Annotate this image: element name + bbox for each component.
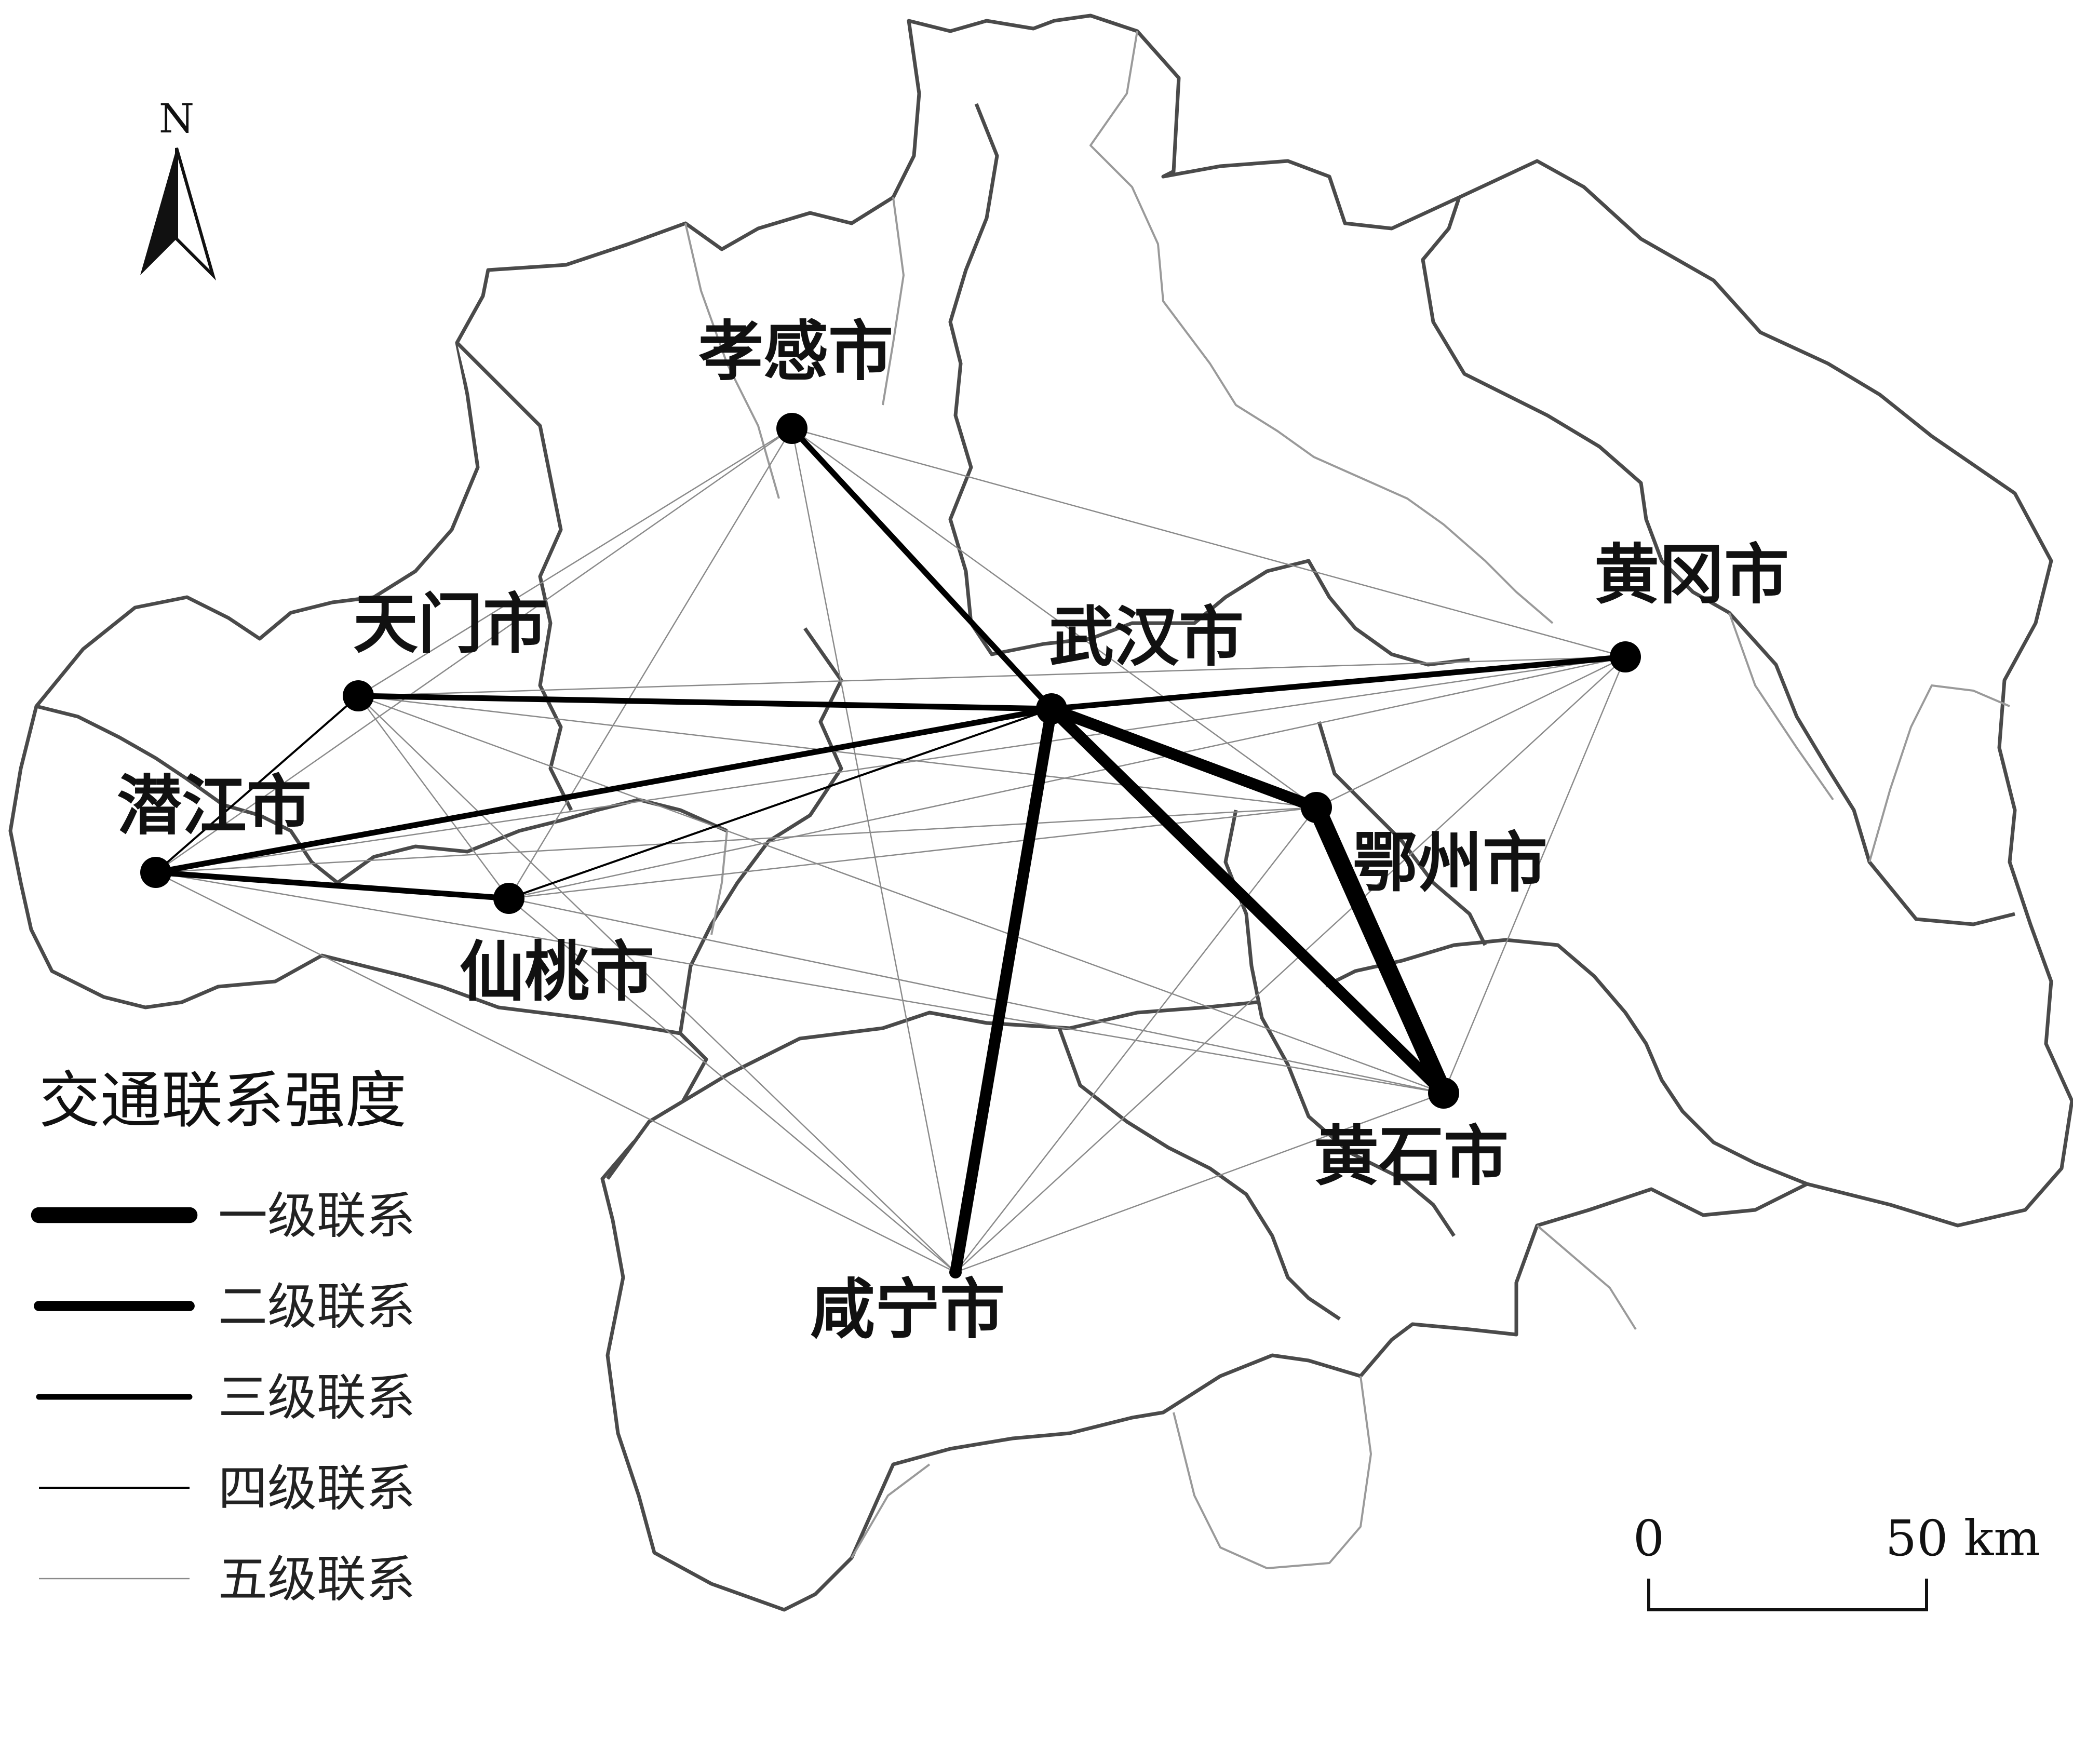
link-layer — [153, 425, 1628, 1278]
city-label-ezhou: 鄂州市 — [1353, 825, 1547, 901]
north-arrow-letter: N — [159, 96, 194, 142]
link-qianjiang-xianning-level-5 — [155, 871, 957, 1273]
link-tianmen-huangshi-level-5 — [357, 695, 1445, 1094]
city-label-tianmen: 天门市 — [353, 586, 548, 662]
city-marker-xiantao — [493, 883, 524, 914]
city-huanggang: 黄冈市 — [1594, 537, 1789, 672]
link-wuhan-xiaogan-level-3 — [789, 425, 1055, 712]
north-arrow-dark-half — [140, 148, 177, 275]
city-marker-wuhan — [1036, 693, 1067, 724]
link-qianjiang-tianmen-level-4 — [155, 695, 359, 873]
prefecture-boundary-east — [1421, 196, 2015, 926]
link-xiaogan-xiantao-level-5 — [508, 427, 793, 899]
link-qianjiang-huangshi-level-5 — [155, 871, 1445, 1094]
link-wuhan-ezhou-level-2 — [1046, 703, 1322, 813]
link-huanggang-ezhou-level-5 — [1315, 656, 1626, 809]
prefecture-boundary-xiantao-north — [336, 798, 728, 884]
city-xiantao: 仙桃市 — [460, 883, 654, 1010]
city-label-xiantao: 仙桃市 — [460, 934, 654, 1010]
prefecture-boundary-ezhou — [1317, 721, 1487, 946]
county-boundary-3 — [882, 197, 905, 406]
city-ezhou: 鄂州市 — [1301, 792, 1547, 901]
county-boundary-2 — [684, 223, 780, 499]
link-xiaogan-ezhou-level-5 — [791, 427, 1317, 809]
link-xiaogan-qianjiang-level-5 — [155, 427, 793, 873]
city-marker-huangshi — [1428, 1078, 1459, 1109]
north-arrow-light-half — [175, 147, 217, 281]
link-xiaogan-xianning-level-5 — [791, 427, 957, 1273]
prefecture-boundary-xiaogan-tianmen — [455, 341, 573, 811]
link-wuhan-huanggang-level-3 — [1048, 654, 1628, 712]
link-qianjiang-xiantao-level-3 — [153, 869, 512, 901]
city-marker-xianning — [949, 1266, 962, 1278]
prefecture-boundary-wuhan-west — [678, 627, 843, 1034]
scale-bar: 0 50 km — [1633, 1510, 2041, 1611]
link-huanggang-xianning-level-5 — [954, 656, 1626, 1273]
link-ezhou-huangshi-level-1 — [1308, 799, 1452, 1102]
link-xiantao-xianning-level-5 — [508, 897, 957, 1273]
city-label-huanggang: 黄冈市 — [1594, 537, 1789, 613]
city-tianmen: 天门市 — [343, 586, 548, 711]
link-xiantao-ezhou-level-5 — [508, 806, 1317, 899]
link-tianmen-ezhou-level-5 — [357, 695, 1317, 809]
county-boundary-5 — [1728, 612, 1834, 801]
scale-end-label: 50 km — [1886, 1510, 2041, 1567]
prefecture-boundary-xianning — [1057, 1027, 1341, 1321]
legend-label-level-2: 二级联系 — [218, 1278, 415, 1336]
county-boundary-8 — [851, 1463, 931, 1559]
city-label-xianning: 咸宁市 — [810, 1272, 1005, 1348]
prefecture-boundary-wuhan-north — [948, 103, 1470, 667]
county-boundary-10 — [710, 830, 728, 935]
link-wuhan-xiantao-level-4 — [508, 708, 1053, 899]
city-huangshi: 黄石市 — [1314, 1078, 1509, 1194]
link-huanggang-huangshi-level-5 — [1443, 656, 1626, 1094]
link-tianmen-huanggang-level-5 — [357, 656, 1626, 697]
city-wuhan: 武汉市 — [1036, 599, 1244, 724]
city-xiaogan: 孝感市 — [698, 314, 893, 444]
link-wuhan-tianmen-level-3 — [355, 693, 1055, 712]
legend-label-level-1: 一级联系 — [218, 1188, 415, 1245]
north-arrow: N — [140, 96, 217, 281]
city-label-huangshi: 黄石市 — [1314, 1119, 1509, 1194]
city-marker-qianjiang — [140, 857, 171, 888]
city-label-xiaogan: 孝感市 — [698, 314, 893, 389]
city-label-wuhan: 武汉市 — [1049, 599, 1244, 675]
county-boundary-9 — [1536, 1224, 1637, 1330]
link-wuhan-qianjiang-level-3 — [153, 706, 1055, 876]
legend-label-level-5: 五级联系 — [218, 1551, 415, 1608]
city-qianjiang: 潜江市 — [117, 768, 312, 888]
city-marker-ezhou — [1301, 792, 1332, 823]
county-boundary-7 — [1173, 1376, 1372, 1569]
link-xiantao-huangshi-level-5 — [508, 897, 1445, 1094]
link-xiantao-huanggang-level-5 — [508, 656, 1626, 899]
county-boundary-4 — [1360, 477, 1554, 624]
city-marker-tianmen — [343, 680, 374, 711]
city-marker-xiaogan — [776, 413, 807, 444]
link-wuhan-xianning-level-2 — [950, 703, 1057, 1278]
link-tianmen-xiantao-level-5 — [357, 695, 510, 899]
link-ezhou-xianning-level-5 — [954, 806, 1317, 1273]
prefecture-boundary-yangtze — [606, 938, 1808, 1186]
scale-start-label: 0 — [1633, 1510, 1664, 1567]
link-wuhan-huangshi-level-2 — [1046, 703, 1449, 1099]
legend-label-level-4: 四级联系 — [218, 1460, 415, 1517]
legend-label-level-3: 三级联系 — [218, 1369, 415, 1426]
link-huangshi-xianning-level-5 — [954, 1092, 1445, 1273]
link-qianjiang-ezhou-level-5 — [155, 806, 1317, 873]
link-xiaogan-tianmen-level-5 — [357, 427, 793, 697]
city-xianning: 咸宁市 — [810, 1266, 1005, 1348]
link-xiaogan-huanggang-level-5 — [791, 427, 1626, 658]
county-boundary-6 — [1868, 684, 2010, 863]
city-marker-huanggang — [1610, 641, 1641, 672]
county-boundary-1 — [1089, 31, 1361, 479]
city-label-qianjiang: 潜江市 — [117, 768, 312, 844]
link-tianmen-xianning-level-5 — [357, 695, 957, 1273]
scale-bar-line — [1647, 1579, 1928, 1611]
legend-title: 交通联系强度 — [39, 1065, 407, 1136]
